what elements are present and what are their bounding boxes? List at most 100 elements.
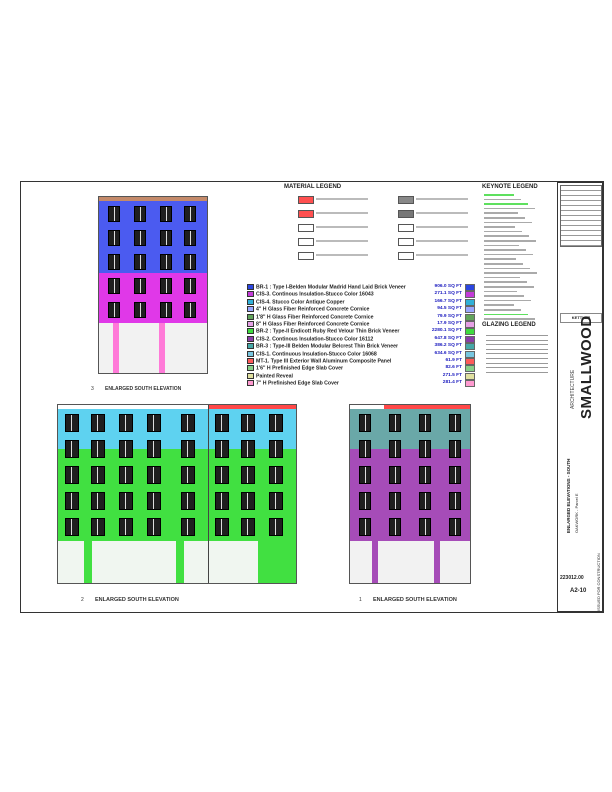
keynote-row [484, 253, 533, 256]
glazing-row [486, 360, 548, 364]
quantity-label: Painted Reveal [256, 373, 293, 380]
window [419, 440, 431, 458]
quantity-color-box [465, 350, 475, 358]
window [134, 230, 146, 246]
quantity-row: CIS-1. Continuous Insulation-Stucco Colo… [247, 350, 377, 357]
material-description-line [316, 212, 368, 214]
sheet-title: ENLARGED ELEVATIONS - SOUTH [566, 458, 571, 533]
project-name: OAKWORK - Parcel E [574, 493, 579, 533]
window [160, 206, 172, 222]
material-description-line [316, 226, 368, 228]
window [419, 414, 431, 432]
glazing-row [486, 350, 548, 355]
glazing-legend: GLAZING LEGEND [482, 322, 554, 378]
material-legend: MATERIAL LEGEND [284, 184, 470, 270]
quantity-color-box [465, 365, 475, 373]
keynote-row [484, 217, 525, 219]
window [119, 466, 133, 484]
keynote-row [484, 318, 535, 320]
material-swatch [398, 210, 414, 218]
cornice-red [384, 405, 470, 409]
material-swatch [247, 335, 254, 342]
glazing-row [486, 346, 548, 350]
keynote-legend-title: KEYNOTE LEGEND [482, 184, 538, 190]
firm-logo: SMALLWOOD [578, 315, 595, 419]
window [181, 440, 195, 458]
project-number: 223012.00 [560, 575, 584, 581]
keynote-row [484, 212, 518, 214]
material-swatch [247, 298, 254, 305]
keynote-row [484, 235, 529, 237]
cornice-red [208, 405, 296, 409]
glazing-row [486, 337, 548, 341]
window [181, 518, 195, 536]
elevation-1-label: ENLARGED SOUTH ELEVATION [373, 597, 457, 603]
material-swatch [298, 210, 314, 218]
material-description-line [416, 226, 468, 228]
quantity-value: 271.5 FT [442, 372, 462, 378]
quantity-row: 1'8" H Glass Fiber Reinforced Concrete C… [247, 313, 374, 320]
quantity-value: 94.5 SQ FT [437, 306, 462, 312]
quantity-value: 166.7 SQ FT [434, 298, 462, 304]
quantity-label: 1'6" H Prefinished Edge Slab Cover [256, 365, 344, 372]
keynote-row [484, 290, 517, 293]
storefront-zone [350, 541, 470, 583]
quantity-label: BR-1 : Type I-Belden Modular Madrid Hand… [256, 284, 406, 291]
window [449, 440, 461, 458]
window [359, 492, 371, 510]
material-swatch [247, 321, 254, 327]
window [359, 466, 371, 484]
keynote-row [484, 267, 530, 270]
quantity-value: 82.6 FT [445, 365, 462, 371]
green-pier-3 [258, 541, 296, 583]
material-swatch [247, 328, 254, 335]
keynote-row [484, 299, 531, 302]
window [184, 302, 196, 318]
window [419, 518, 431, 536]
keynote-row [484, 272, 537, 274]
sheet-number: A2-10 [570, 588, 587, 594]
quantity-color-box [465, 358, 475, 365]
keynote-legend: KEYNOTE LEGEND [482, 184, 554, 324]
material-description-line [316, 254, 368, 256]
quantity-label: CIS-1. Continuous Insulation-Stucco Colo… [256, 350, 377, 357]
quantity-color-box [465, 306, 475, 314]
quantity-value: 634.6 SQ FT [434, 350, 462, 356]
quantity-color-box [465, 372, 475, 380]
material-swatch [247, 284, 254, 290]
window [91, 466, 105, 484]
glazing-row [486, 355, 548, 359]
pink-pier-left [113, 323, 119, 373]
quantity-color-box [465, 328, 475, 336]
material-swatch [247, 291, 254, 298]
drawing-sheet: ENLARGED SOUTH ELEVATION 3 MATERIAL LEGE… [20, 181, 604, 613]
window [359, 518, 371, 536]
quantity-color-box [465, 313, 475, 321]
window [147, 492, 161, 510]
keynote-row [484, 276, 520, 279]
keynote-row [484, 263, 523, 265]
material-swatch [298, 252, 314, 260]
quantity-color-box [465, 298, 475, 306]
quantity-label: 4" H Glass Fiber Reinforced Concrete Cor… [256, 306, 370, 313]
purple-pier-1 [372, 541, 378, 583]
quantity-value: 647.8 SQ FT [434, 335, 462, 341]
keynote-row [484, 240, 536, 242]
window [215, 518, 229, 536]
material-swatch [247, 358, 254, 364]
material-swatch [298, 238, 314, 246]
window [419, 466, 431, 484]
quantity-row: CIS-2. Continous Insulation-Stucco Color… [247, 335, 373, 342]
glazing-row [486, 341, 548, 346]
quantity-color-box [465, 380, 475, 388]
keynote-row [484, 244, 519, 247]
keynote-row [484, 295, 524, 297]
elevation-1-building [349, 404, 471, 584]
window [419, 492, 431, 510]
quantity-row: MT-1. Type III Exterior Wall Aluminum Co… [247, 358, 391, 364]
elevation-3-label: ENLARGED SOUTH ELEVATION [105, 386, 182, 392]
window [184, 206, 196, 222]
material-description-line [416, 212, 468, 214]
revision-table [560, 185, 602, 247]
quantity-label: 7" H Prefinished Edge Slab Cover [256, 380, 339, 387]
